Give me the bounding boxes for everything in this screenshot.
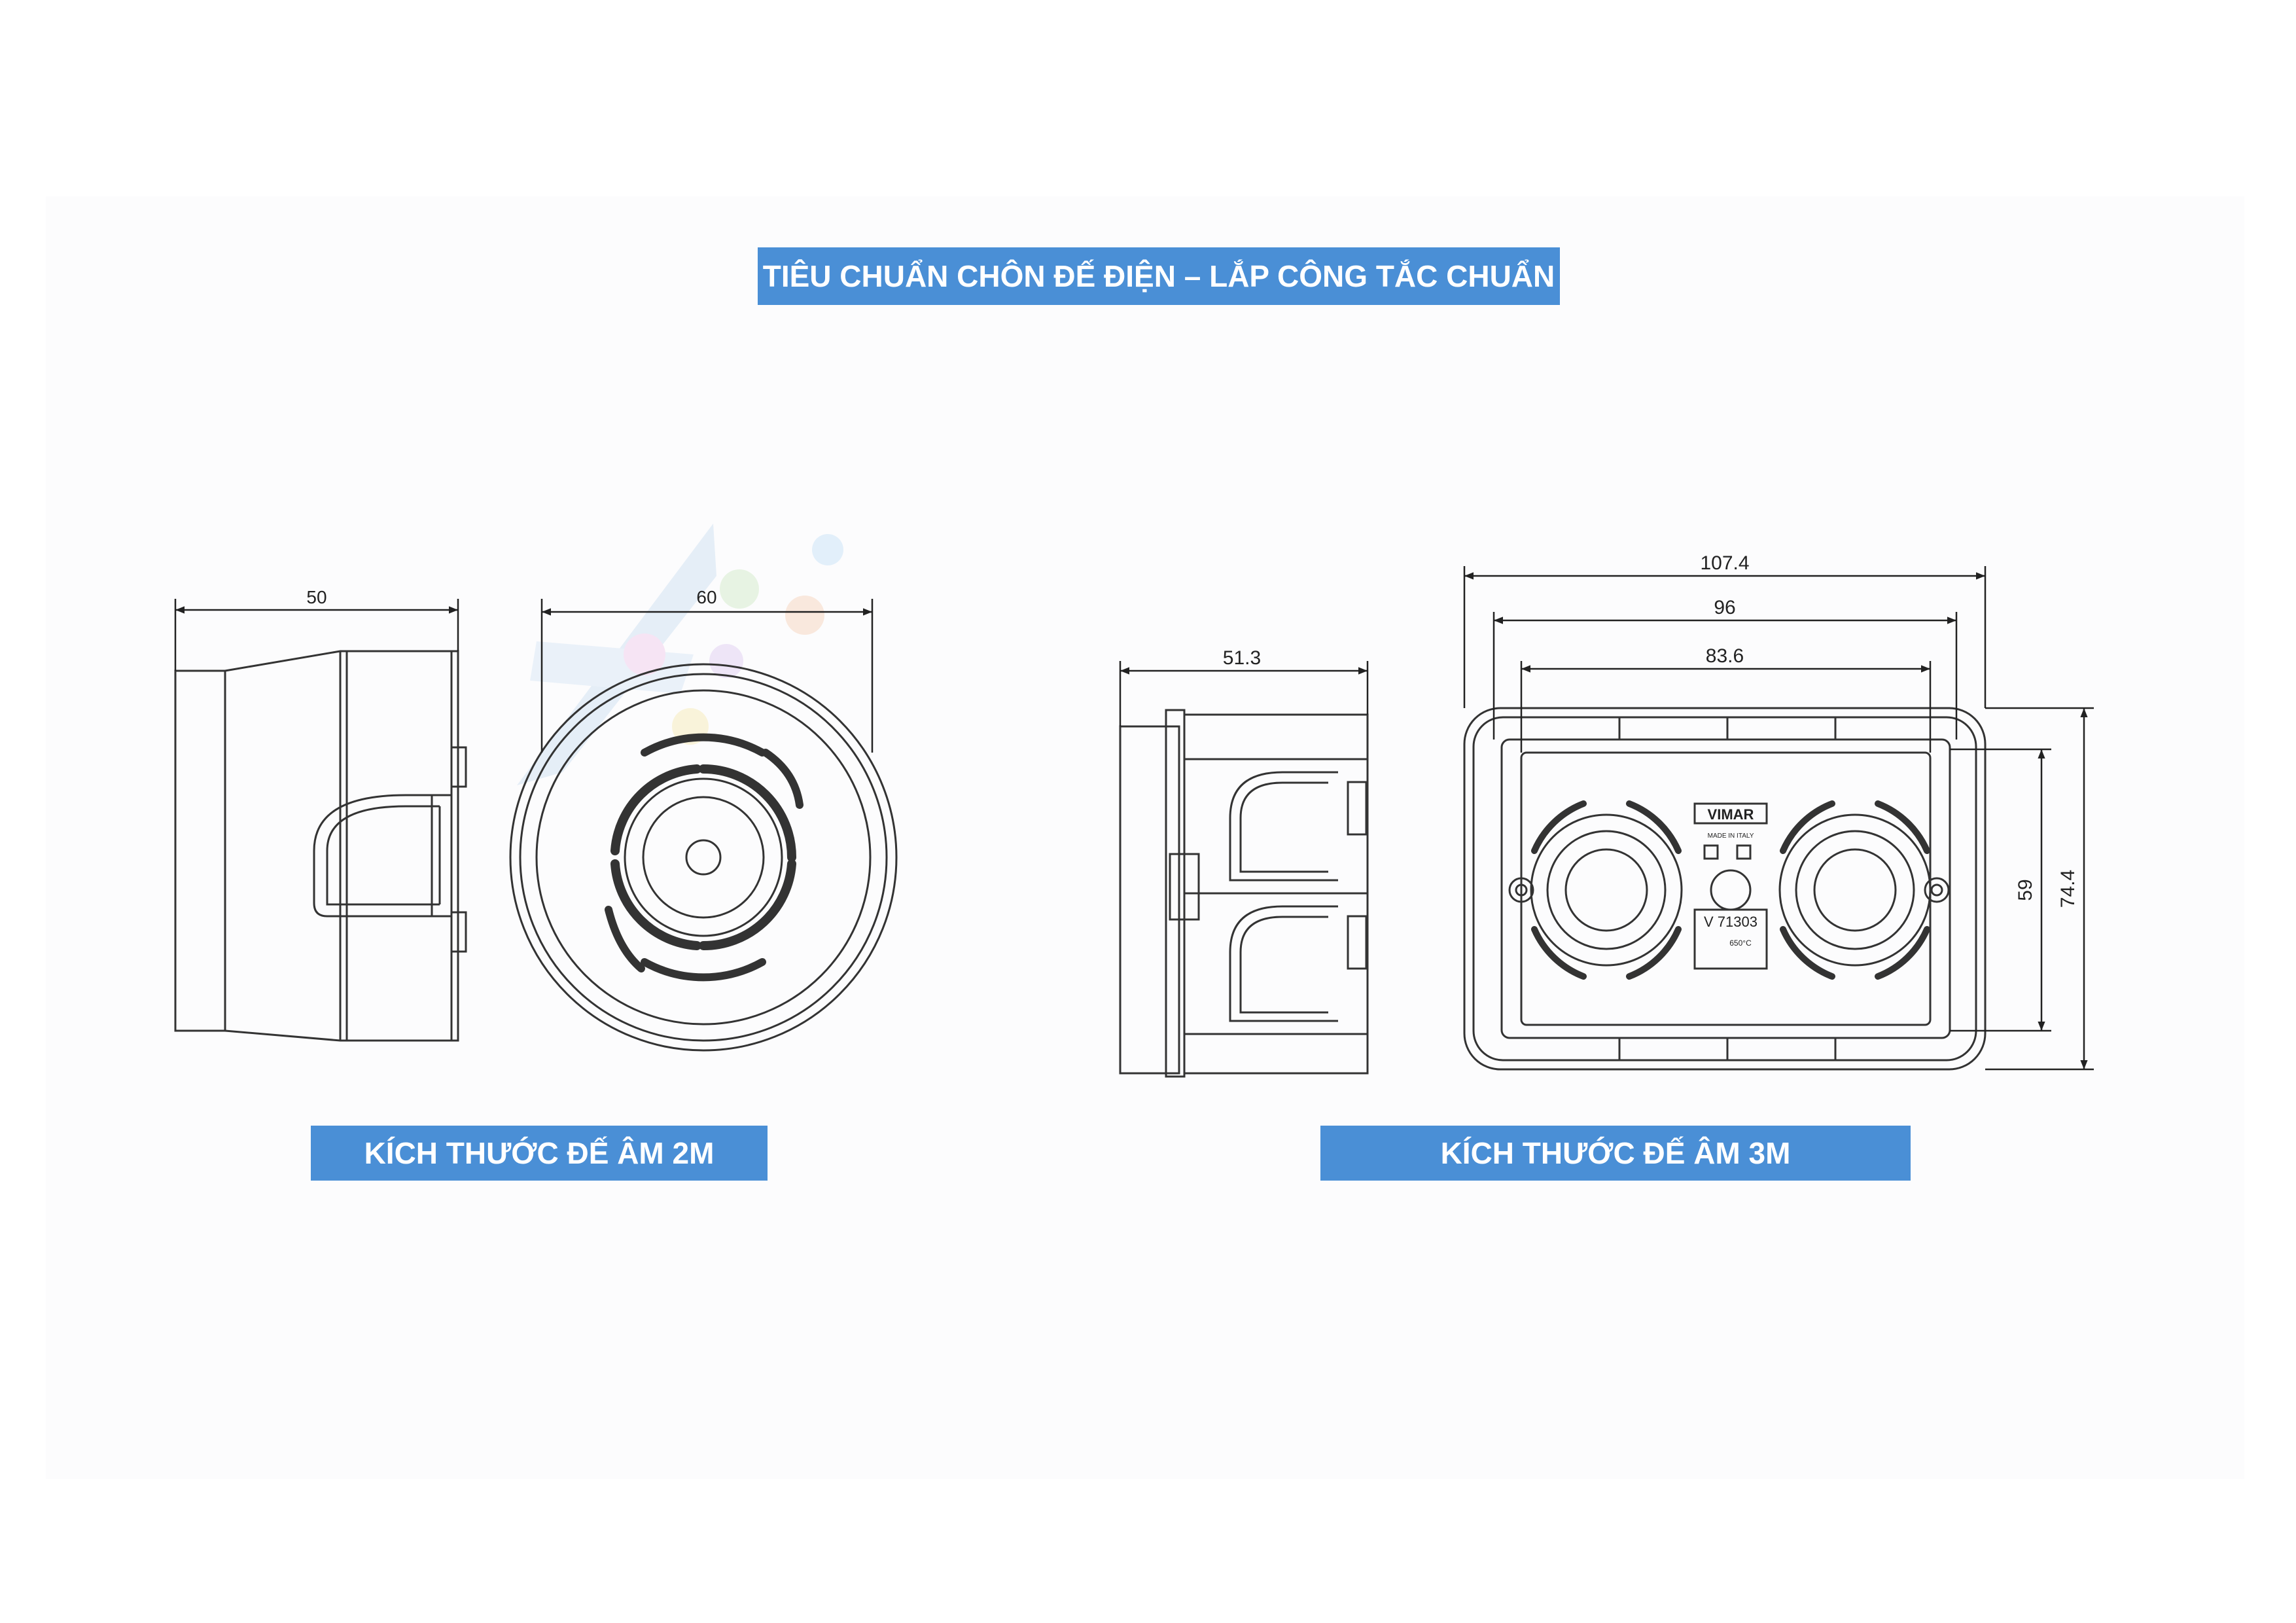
round-box-front-view	[509, 663, 898, 1052]
rect-box-side-view	[1119, 709, 1369, 1078]
dim-label-rect-depth: 51.3	[1223, 647, 1261, 669]
dimension-lines-2m	[174, 599, 874, 753]
dim-label-rect-middle-width: 96	[1714, 597, 1735, 618]
dim-label-round-diameter: 60	[696, 587, 716, 607]
watermark-logo	[517, 524, 843, 785]
round-box-side-view	[174, 650, 467, 1042]
page-title: TIÊU CHUẨN CHÔN ĐẾ ĐIỆN – LẮP CÔNG TẮC C…	[758, 247, 1560, 305]
dim-label-rect-outer-height: 74.4	[2057, 870, 2079, 908]
caption-2m-box: KÍCH THƯỚC ĐẾ ÂM 2M	[311, 1126, 768, 1181]
dim-label-round-width: 50	[306, 587, 327, 607]
model-marking: V 71303	[1704, 914, 1757, 930]
rect-box-front-view	[1463, 707, 1987, 1071]
dim-label-rect-inner-height: 59	[2015, 879, 2036, 901]
temperature-marking: 650°C	[1729, 938, 1752, 948]
caption-3m-box: KÍCH THƯỚC ĐẾ ÂM 3M	[1320, 1126, 1911, 1181]
dim-label-rect-inner-width: 83.6	[1706, 645, 1744, 667]
dimension-lines-3m	[1119, 566, 2094, 1071]
origin-marking: MADE IN ITALY	[1708, 832, 1754, 840]
page-background	[46, 196, 2244, 1479]
dim-label-rect-outer-width: 107.4	[1700, 552, 1749, 574]
brand-marking: VIMAR	[1708, 806, 1754, 823]
